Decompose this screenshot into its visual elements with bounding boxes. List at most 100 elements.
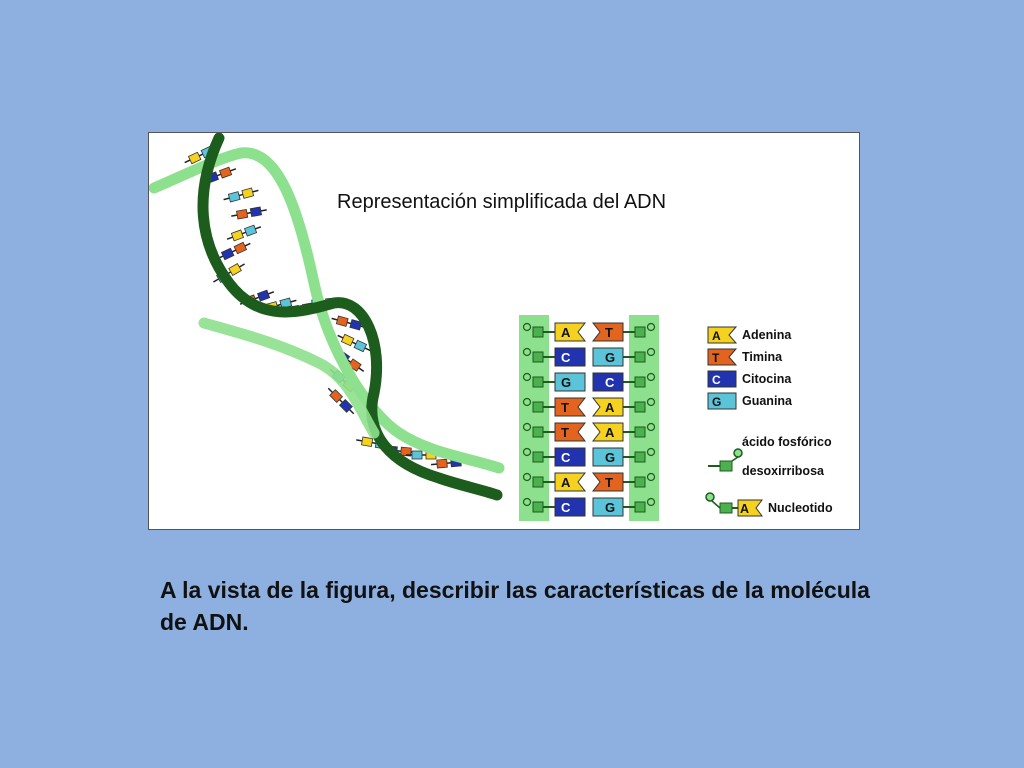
phosphate-icon	[646, 497, 656, 507]
legend-item-adenina: A Adenina	[707, 326, 792, 344]
legend-label: Adenina	[742, 328, 792, 342]
desoxirribosa-label: desoxirribosa	[742, 464, 825, 478]
helix-rung	[226, 224, 262, 242]
phosphate-icon	[646, 472, 656, 482]
phosphate-icon	[646, 322, 656, 332]
left-backbone	[519, 315, 549, 521]
sugar-icon	[532, 451, 544, 463]
legend-swatch-guanina	[707, 392, 737, 410]
sugar-icon	[532, 351, 544, 363]
phosphate-icon	[646, 422, 656, 432]
sugar-icon	[532, 476, 544, 488]
base-right	[591, 397, 624, 417]
slide-caption: A la vista de la figura, describir las c…	[160, 577, 870, 635]
acido-fosforico-label: ácido fosfórico	[742, 435, 832, 449]
legend-label: Citocina	[742, 372, 792, 386]
phosphate-icon	[646, 447, 656, 457]
phosphate-icon	[522, 322, 532, 332]
helix-rung	[331, 315, 367, 331]
nucleotido-label: Nucleotido	[768, 501, 833, 515]
legend-phosphate-sugar: ácido fosfórico desoxirribosa	[708, 435, 832, 478]
legend-swatch-timina	[707, 348, 738, 366]
legend-swatch-citocina	[707, 370, 737, 388]
base-left	[554, 422, 587, 442]
helix-rung	[327, 387, 355, 415]
legend-letter: A	[712, 329, 721, 343]
desoxirribosa-icon	[719, 460, 733, 472]
base-right	[592, 497, 624, 517]
base-left-letter: T	[561, 400, 569, 415]
helix-rung	[223, 187, 259, 203]
phosphate-icon	[646, 397, 656, 407]
sugar-icon	[634, 476, 646, 488]
phosphate-icon	[522, 472, 532, 482]
figure-title: Representación simplificada del ADN	[337, 191, 667, 213]
legend-nucleotide: A Nucleotido	[705, 492, 833, 517]
base-right-letter: G	[605, 350, 615, 365]
helix-strand-light-2	[198, 317, 380, 439]
base-left	[554, 322, 587, 342]
base-left-letter: C	[561, 450, 571, 465]
base-left-letter: T	[561, 425, 569, 440]
phosphate-icon	[646, 372, 656, 382]
legend-letter: G	[712, 395, 721, 409]
base-right-letter: G	[605, 500, 615, 515]
base-left-letter: G	[561, 375, 571, 390]
legend-letter: T	[712, 351, 720, 365]
base-left	[554, 447, 586, 467]
helix-rung	[337, 333, 371, 353]
helix-strand-dark	[197, 133, 503, 501]
base-right	[592, 347, 624, 367]
legend-letter: C	[712, 373, 721, 387]
nucleotido-sugar-icon	[719, 502, 733, 514]
phosphate-icon	[522, 397, 532, 407]
legend-item-citocina: C Citocina	[707, 370, 792, 388]
base-left-letter: A	[561, 475, 571, 490]
sugar-icon	[634, 351, 646, 363]
base-right-letter: C	[605, 375, 615, 390]
base-left-letter: C	[561, 350, 571, 365]
nucleotido-phosphate-icon	[705, 492, 715, 502]
base-right-letter: T	[605, 325, 613, 340]
sugar-icon	[532, 376, 544, 388]
helix-rung	[217, 241, 251, 261]
sugar-icon	[532, 401, 544, 413]
base-right-letter: G	[605, 450, 615, 465]
sugar-icon	[634, 501, 646, 513]
sugar-icon	[634, 326, 646, 338]
sugar-icon	[634, 401, 646, 413]
phosphate-icon	[522, 497, 532, 507]
nucleotido-base-icon	[737, 499, 763, 517]
base-left	[554, 372, 586, 392]
base-right	[591, 472, 624, 492]
phosphate-icon	[522, 447, 532, 457]
base-left	[554, 497, 586, 517]
helix-rung	[231, 206, 267, 220]
phosphate-icon	[522, 347, 532, 357]
double-helix-illustration	[149, 133, 505, 501]
acido-fosforico-icon	[733, 448, 743, 458]
legend-label: Timina	[742, 350, 783, 364]
base-left	[554, 347, 586, 367]
base-right	[592, 372, 624, 392]
base-right-letter: A	[605, 400, 615, 415]
phosphate-icon	[522, 372, 532, 382]
phosphate-icon	[646, 347, 656, 357]
sugar-icon	[532, 501, 544, 513]
base-right	[591, 422, 624, 442]
base-left-letter: A	[561, 325, 571, 340]
sugar-icon	[634, 426, 646, 438]
legend-item-timina: T Timina	[707, 348, 783, 366]
